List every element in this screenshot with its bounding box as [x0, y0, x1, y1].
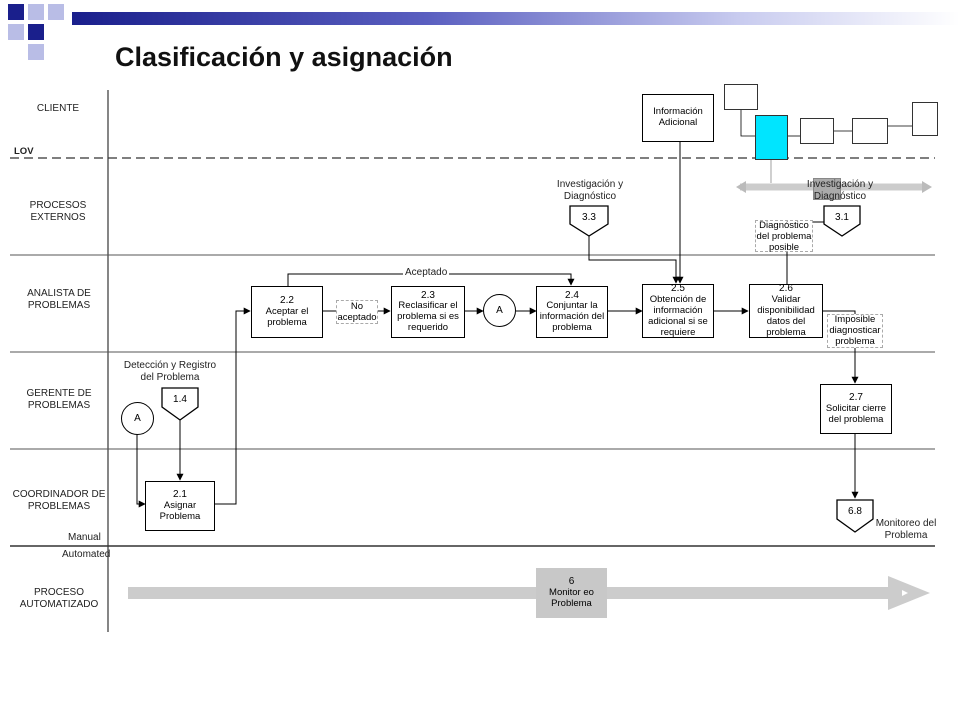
process-2-2[interactable]: 2.2 Aceptar el problema	[251, 286, 323, 338]
process-2-5[interactable]: 2.5 Obtención de información adicional s…	[642, 283, 714, 338]
offpage-3-3-shape	[569, 205, 609, 237]
corner-square-5	[28, 24, 44, 40]
mini-box-1	[724, 84, 758, 110]
process-2-5-number: 2.5	[671, 283, 685, 295]
offpage-3-1-shape	[823, 205, 861, 237]
header-bar	[72, 12, 960, 25]
process-informacion-adicional-text: Información Adicional	[653, 106, 703, 128]
mini-box-3	[800, 118, 834, 144]
mini-box-4	[852, 118, 888, 144]
process-2-4[interactable]: 2.4 Conjuntar la información del problem…	[536, 286, 608, 338]
process-informacion-adicional[interactable]: Información Adicional	[642, 94, 714, 142]
process-6-monitoreo[interactable]: 6 Monitor eo Problema	[536, 568, 607, 618]
corner-square-1	[8, 4, 24, 20]
offpage-3-1[interactable]: 3.1	[835, 212, 849, 223]
process-6-number: 6	[568, 576, 575, 588]
process-2-6-text: Validar disponibilidad datos del problem…	[757, 293, 815, 338]
offpage-6-8-shape	[836, 499, 874, 533]
offpage-1-4[interactable]: 1.4	[173, 394, 187, 405]
process-6-text: Monitor eo Problema	[549, 586, 594, 609]
process-2-4-text: Conjuntar la información del problema	[539, 300, 605, 334]
process-2-1-text: Asignar Problema	[159, 499, 201, 522]
offpage-6-8[interactable]: 6.8	[848, 506, 862, 517]
lane-label-proceso-automatizado: PROCESO AUTOMATIZADO	[19, 587, 99, 610]
automated-arrow-mini	[902, 590, 908, 596]
lane-label-lov: LOV	[14, 146, 34, 157]
corner-square-6	[28, 44, 44, 60]
process-2-5-text: Obtención de información adicional si se…	[648, 293, 708, 338]
corner-square-2	[28, 4, 44, 20]
process-2-2-number: 2.2	[280, 295, 294, 307]
automated-bar	[128, 587, 890, 599]
label-aceptado: Aceptado	[403, 267, 450, 278]
lane-label-cliente: CLIENTE	[36, 103, 80, 114]
process-2-3-text: Reclasificar el problema si es requerido	[397, 300, 459, 334]
process-2-2-text: Aceptar el problema	[265, 305, 309, 328]
connector-a-analista[interactable]: A	[483, 294, 516, 327]
offpage-3-3[interactable]: 3.3	[582, 212, 596, 223]
process-2-1-number: 2.1	[173, 489, 187, 501]
note-diagnostico-posible: Diagnóstico del problema posible	[755, 220, 813, 253]
lane-label-gerente: GERENTE DE PROBLEMAS	[26, 388, 92, 411]
page-title: Clasificación y asignación	[115, 42, 453, 72]
process-2-1[interactable]: 2.1 Asignar Problema	[145, 481, 215, 531]
lane-label-automated: Automated	[62, 549, 111, 560]
process-2-3[interactable]: 2.3 Reclasificar el problema si es reque…	[391, 286, 465, 338]
process-2-6-number: 2.6	[779, 283, 793, 295]
corner-square-4	[8, 24, 24, 40]
process-2-7-text: Solicitar cierre del problema	[825, 402, 887, 425]
label-investigacion-diagnostico: Investigación y Diagnóstico	[556, 179, 624, 202]
process-2-3-number: 2.3	[421, 289, 435, 301]
label-monitoreo-problema: Monitoreo del Problema	[875, 518, 937, 541]
connector-a-gerente[interactable]: A	[121, 402, 154, 435]
process-2-7-number: 2.7	[849, 392, 863, 404]
label-deteccion-registro: Detección y Registro del Problema	[123, 360, 217, 383]
note-no-aceptado: No aceptado	[336, 300, 378, 324]
lane-label-procesos-externos: PROCESOS EXTERNOS	[29, 200, 87, 223]
lane-label-manual: Manual	[68, 532, 101, 543]
mini-box-6-gray	[813, 178, 841, 200]
label-investigacion-diagnostico-right: Investigación y Diagnóstico	[806, 179, 874, 202]
process-2-7[interactable]: 2.7 Solicitar cierre del problema	[820, 384, 892, 434]
process-2-6[interactable]: 2.6 Validar disponibilidad datos del pro…	[749, 283, 823, 338]
mini-box-5	[912, 102, 938, 136]
lane-label-coordinador: COORDINADOR DE PROBLEMAS	[12, 489, 106, 512]
automated-arrow-head	[888, 576, 930, 610]
lane-label-analista: ANALISTA DE PROBLEMAS	[27, 288, 91, 311]
corner-square-3	[48, 4, 64, 20]
offpage-1-4-shape	[161, 387, 199, 421]
mini-box-2-highlight	[755, 115, 788, 160]
note-imposible-diagnosticar: Imposible diagnosticar problema	[827, 314, 883, 348]
process-2-4-number: 2.4	[565, 289, 579, 301]
